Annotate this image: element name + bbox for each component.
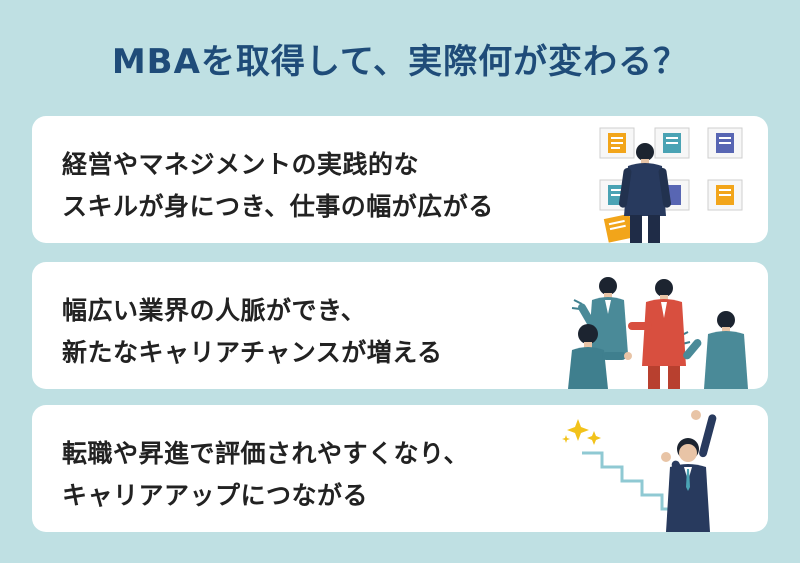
businessman-stairs-icon: [562, 410, 717, 532]
benefit-text: 転職や昇進で評価されやすくなり、 キャリアアップにつながる: [62, 433, 469, 517]
business-people-handshake-icon: [568, 277, 748, 389]
document-icon: [707, 127, 743, 159]
page-title: MBAを取得して、実際何が変わる？: [111, 42, 689, 82]
benefit-line-2: スキルが身につき、仕事の幅が広がる: [62, 192, 494, 221]
benefit-line-1: 転職や昇進で評価されやすくなり、: [62, 439, 470, 468]
benefit-text: 幅広い業界の人脈ができ、 新たなキャリアチャンスが増える: [62, 290, 443, 374]
document-icon: [599, 127, 635, 159]
benefit-card-network: 幅広い業界の人脈ができ、 新たなキャリアチャンスが増える: [32, 262, 768, 389]
document-icon: [654, 127, 690, 159]
businessman-back-icon: [618, 143, 672, 243]
businessman-right-icon: [683, 311, 748, 389]
businessman-red-icon: [628, 279, 686, 389]
businessman-cheering-icon: [661, 410, 717, 532]
benefit-line-1: 経営やマネジメントの実践的な: [62, 150, 420, 179]
benefit-text: 経営やマネジメントの実践的な スキルが身につき、仕事の幅が広がる: [62, 144, 494, 228]
sparkle-icon: [562, 419, 601, 445]
benefit-line-2: キャリアアップにつながる: [62, 481, 369, 510]
benefit-line-2: 新たなキャリアチャンスが増える: [62, 338, 443, 367]
document-icon: [707, 179, 743, 211]
businessman-teal-icon: [578, 277, 628, 354]
benefit-card-skills: 経営やマネジメントの実践的な スキルが身につき、仕事の幅が広がる: [32, 116, 768, 243]
document-icon: [603, 213, 635, 243]
businessman-documents-icon: [599, 127, 743, 243]
businesswoman-icon: [568, 324, 632, 389]
benefit-card-career: 転職や昇進で評価されやすくなり、 キャリアアップにつながる: [32, 405, 768, 532]
benefit-line-1: 幅広い業界の人脈ができ、: [62, 296, 367, 325]
